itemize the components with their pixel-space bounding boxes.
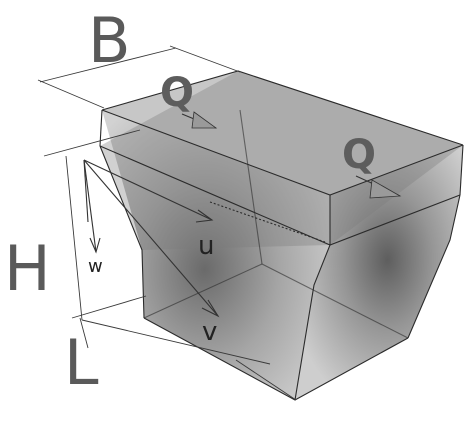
right-slanted-edge (407, 194, 461, 339)
label-H: H (4, 232, 51, 305)
dim-H-line (65, 155, 83, 321)
inner-volume (100, 71, 463, 250)
left-slanted-edge (99, 145, 145, 319)
velocity-vectors (83, 159, 220, 318)
vector-w-arrowhead (89, 237, 101, 254)
hidden-back-edge (261, 263, 409, 339)
vector-v-arrowhead (201, 299, 220, 318)
block-edges (99, 70, 464, 401)
label-u: u (198, 231, 214, 261)
dim-L-line (81, 319, 271, 365)
vector-w-origin-tick (83, 159, 89, 223)
front-face (102, 110, 330, 400)
hidden-vertical-edge (239, 109, 263, 265)
dim-B-line (39, 47, 177, 83)
cone-shape (191, 111, 218, 129)
flow-cone-in (181, 111, 218, 129)
left-vertical-edge (99, 109, 103, 147)
dimension-lines (37, 45, 297, 401)
dim-H-tick-top (43, 129, 141, 157)
right-vertical-edge (459, 144, 464, 196)
label-w: w (88, 256, 103, 277)
bottom-edge (143, 317, 409, 401)
side-face (295, 145, 463, 400)
dim-L-tick-right (235, 359, 297, 401)
vector-w (83, 159, 97, 253)
flow-cone-out (355, 175, 402, 199)
label-Q-in: Q (160, 70, 194, 116)
label-B: B (88, 4, 131, 77)
label-L: L (64, 326, 99, 399)
top-face (102, 71, 463, 195)
vector-v (83, 159, 219, 317)
front-slanted-edge (294, 244, 331, 401)
block-body (100, 71, 463, 400)
dim-B-tick-left (37, 79, 105, 109)
hidden-bottom-edge (143, 263, 263, 319)
dim-B-tick-right (169, 45, 241, 73)
dim-L-tick-left (79, 317, 89, 349)
vector-u-arrowhead (195, 209, 214, 223)
label-Q-out: Q (342, 132, 376, 178)
label-v: v (202, 317, 217, 347)
vector-u (83, 159, 213, 221)
cone-shape (369, 179, 402, 199)
mid-dashed-line (209, 201, 326, 243)
dim-H-tick-bottom (71, 295, 147, 319)
